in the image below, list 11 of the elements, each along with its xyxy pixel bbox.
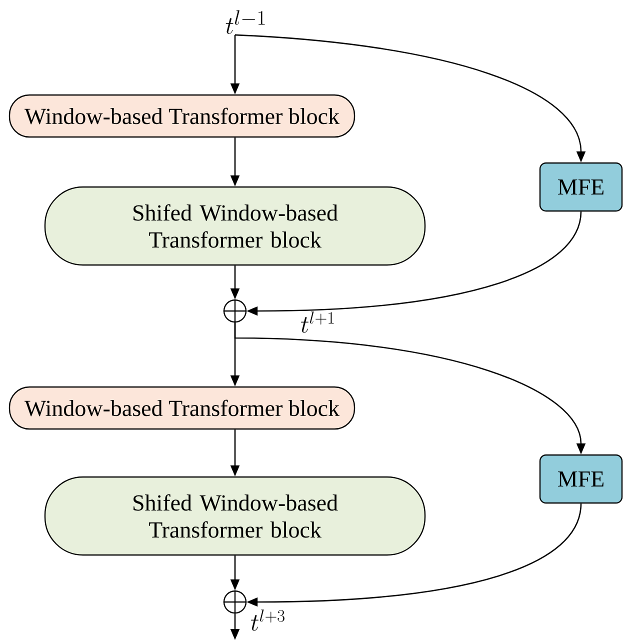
sum-circle	[222, 590, 248, 614]
math-label: $t^{l+1}$	[301, 312, 334, 333]
process-box: Window-based Transformer block	[8, 386, 356, 430]
process-box: Shifed Window-based Transformer block	[44, 186, 426, 266]
math-label: $t^{l-1}$	[226, 10, 265, 34]
sum-circle	[222, 298, 248, 324]
process-box: MFE	[539, 162, 623, 212]
process-box: MFE	[539, 454, 623, 504]
math-label: $t^{l+3}$	[251, 610, 284, 631]
process-box: Shifed Window-based Transformer block	[44, 476, 426, 556]
process-box: Window-based Transformer block	[8, 94, 356, 138]
